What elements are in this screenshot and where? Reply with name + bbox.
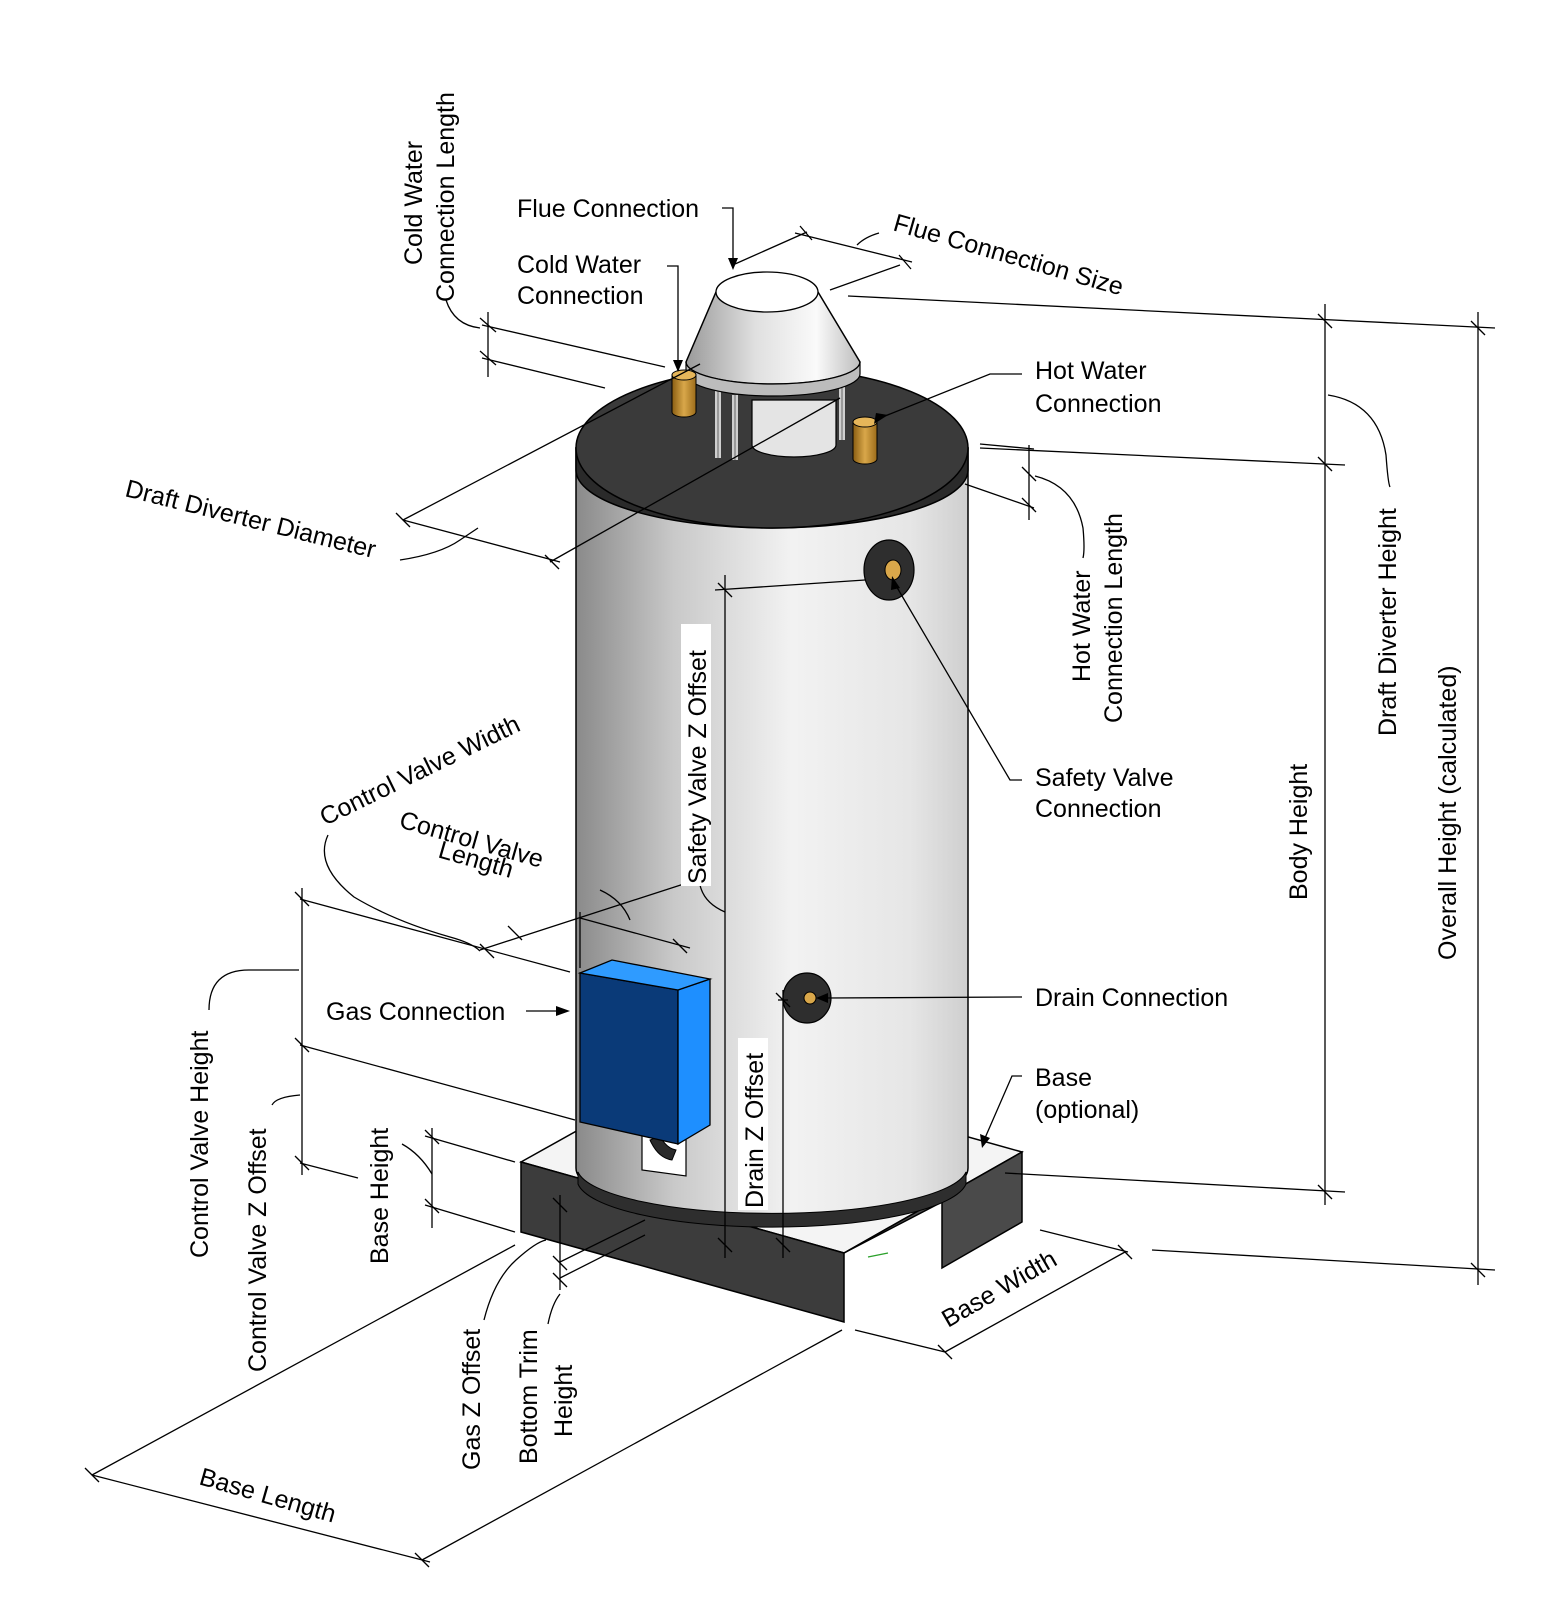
cold-water-pipe bbox=[671, 369, 697, 418]
hot-water-connection-length-label: Hot Water Connection Length bbox=[1068, 513, 1128, 723]
leader-arrows bbox=[526, 207, 1023, 1148]
safety-valve-connection-label-line1: Safety Valve bbox=[1035, 764, 1174, 792]
control-valve-z-offset-label: Control Valve Z Offset bbox=[244, 1128, 272, 1372]
base-optional-label-line1: Base bbox=[1035, 1064, 1092, 1092]
base-length-label: Base Length bbox=[196, 1463, 339, 1529]
svg-text:Hot Water: Hot Water bbox=[1068, 570, 1096, 682]
drain-connection bbox=[782, 972, 832, 1024]
draft-diverter bbox=[685, 271, 861, 460]
flue-connection-label: Flue Connection bbox=[517, 195, 699, 223]
cold-water-connection-length-label: Cold Water Connection Length bbox=[400, 92, 460, 302]
cold-water-connection-label-line2: Connection bbox=[517, 282, 643, 310]
safety-valve-connection bbox=[863, 539, 915, 601]
base-height-label: Base Height bbox=[366, 1128, 394, 1264]
hot-water-connection-label-line2: Connection bbox=[1035, 390, 1161, 418]
svg-text:Connection Length: Connection Length bbox=[1100, 513, 1128, 723]
base-optional-label-line2: (optional) bbox=[1035, 1096, 1139, 1124]
safety-valve-z-offset-label: Safety Valve Z Offset bbox=[684, 650, 712, 884]
flue-connection-size-label: Flue Connection Size bbox=[890, 209, 1126, 301]
hot-water-connection-label-line1: Hot Water bbox=[1035, 357, 1147, 385]
bottom-trim-height-label: Bottom Trim Height bbox=[515, 1329, 578, 1464]
control-valve-height-label: Control Valve Height bbox=[186, 1031, 214, 1258]
svg-text:Connection Length: Connection Length bbox=[432, 92, 460, 302]
svg-text:Bottom Trim: Bottom Trim bbox=[515, 1329, 543, 1464]
cold-water-connection-label-line1: Cold Water bbox=[517, 251, 641, 279]
safety-valve-connection-label-line2: Connection bbox=[1035, 795, 1161, 823]
body-height-label: Body Height bbox=[1285, 764, 1313, 900]
dimension-lines bbox=[84, 225, 1496, 1568]
hot-water-pipe bbox=[852, 416, 878, 465]
control-valve bbox=[577, 959, 713, 1146]
text-labels: Flue Connection Flue Connection Size Col… bbox=[123, 92, 1462, 1528]
svg-text:Cold Water: Cold Water bbox=[400, 141, 428, 265]
gas-z-offset-label: Gas Z Offset bbox=[458, 1329, 486, 1470]
drain-connection-label: Drain Connection bbox=[1035, 984, 1228, 1012]
draft-diverter-height-label: Draft Diverter Height bbox=[1374, 508, 1402, 736]
gas-connection-label: Gas Connection bbox=[326, 998, 505, 1026]
svg-text:Height: Height bbox=[550, 1365, 578, 1437]
overall-height-label: Overall Height (calculated) bbox=[1434, 665, 1462, 960]
draft-diverter-diameter-label: Draft Diverter Diameter bbox=[123, 475, 379, 564]
drain-z-offset-label: Drain Z Offset bbox=[741, 1053, 769, 1208]
